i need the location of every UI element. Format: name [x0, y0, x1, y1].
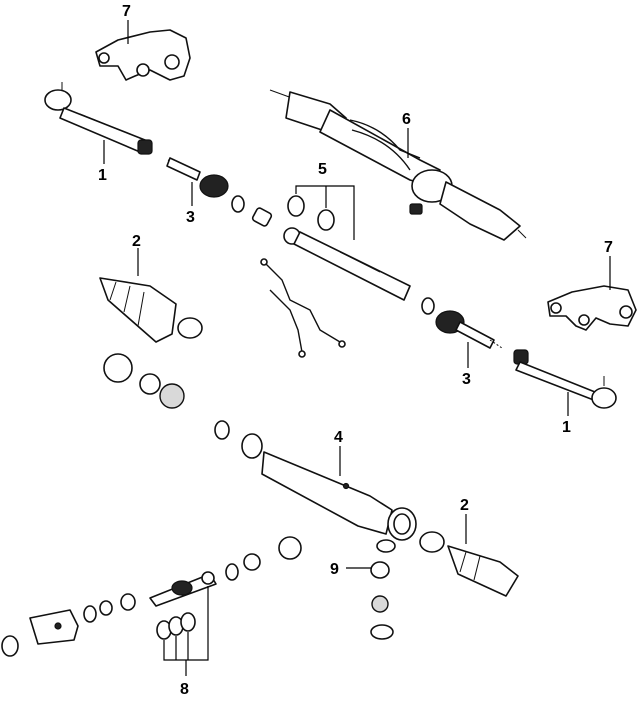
- pinion-and-seals: [149, 536, 302, 640]
- callout-1-right: 1: [562, 419, 571, 436]
- inner-tie-rod-left: [166, 157, 245, 213]
- callout-3-left: 3: [186, 209, 195, 226]
- tie-rod-end-left: [44, 82, 153, 155]
- valve-body: [1, 593, 136, 657]
- callout-5: 5: [318, 161, 327, 178]
- tie-rod-end-right: [513, 349, 617, 409]
- inner-tie-rod-right: [421, 297, 503, 349]
- callout-8: 8: [180, 681, 189, 698]
- rack-shaft: [251, 207, 411, 301]
- callout-7-top: 7: [122, 3, 131, 20]
- callout-6: 6: [402, 111, 411, 128]
- callout-2-right: 2: [460, 497, 469, 514]
- bellows-boot-left: [99, 277, 203, 343]
- pressure-lines: [260, 258, 346, 358]
- callout-2-left: 2: [132, 233, 141, 250]
- o-ring-set: [287, 195, 335, 231]
- callout-4: 4: [334, 429, 343, 446]
- callout-3-right: 3: [462, 371, 471, 388]
- callout-7-right: 7: [604, 239, 613, 256]
- callout-1-left: 1: [98, 167, 107, 184]
- rack-and-pinion-assembly: [269, 89, 527, 241]
- bellows-boot-right: [419, 531, 519, 597]
- steering-knuckle-arm-right: [547, 285, 637, 331]
- rack-guide-set: [370, 539, 396, 640]
- callout-9: 9: [330, 561, 339, 578]
- steering-knuckle-arm-top: [95, 29, 191, 81]
- rack-housing: [214, 420, 417, 541]
- rack-bushings: [103, 353, 185, 409]
